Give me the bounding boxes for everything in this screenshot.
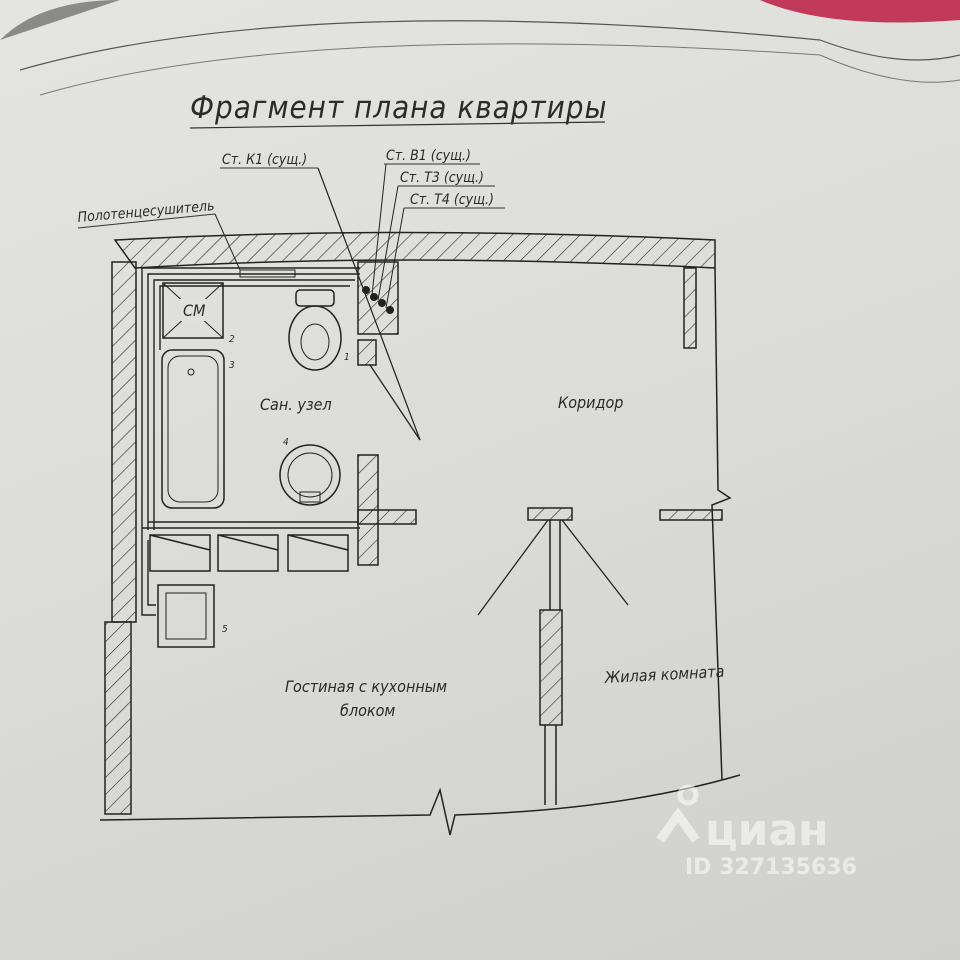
page-border-line (39, 43, 960, 96)
watermark-brand: циан (705, 805, 829, 856)
fixture-number: 2 (229, 334, 235, 345)
wall-top (113, 231, 716, 269)
risers (362, 286, 394, 314)
wall-corridor (527, 507, 573, 521)
room-living-kitchen-line2: блоком (340, 701, 395, 720)
kitchen-cabinets (149, 534, 349, 572)
washing-machine (162, 282, 224, 339)
plan-title: Фрагмент плана квартиры (190, 90, 608, 126)
toilet (288, 305, 342, 371)
towel-dryer (239, 269, 296, 278)
room-living-kitchen: Гостиная с кухонным (285, 677, 447, 696)
callout-t4: Ст. Т4 (сущ.) (410, 192, 494, 208)
bathtub (161, 349, 225, 509)
callout-t3: Ст. Т3 (сущ.) (400, 170, 484, 186)
sink (279, 444, 341, 506)
utility-shaft (357, 261, 399, 335)
wall-left-lower (104, 621, 132, 815)
fixture-number: 3 (229, 360, 235, 371)
callout-k1: Ст. К1 (сущ.) (222, 152, 307, 168)
title-underline (189, 121, 606, 129)
fixture-number: 1 (344, 352, 350, 363)
cian-watermark: циан ID 327135636 (656, 784, 857, 880)
room-bedroom: Жилая комната (603, 662, 725, 687)
wall-bedroom (539, 609, 563, 726)
wall-shaft (357, 339, 377, 366)
stove (157, 584, 215, 648)
wall-partition (683, 267, 697, 349)
fixture-number: 4 (283, 437, 289, 448)
washing-machine-label: СМ (183, 301, 206, 320)
toilet-tank (295, 289, 335, 307)
fixture-number: 5 (222, 624, 228, 635)
page-corner-shadow (0, 0, 120, 40)
wall-left (111, 261, 137, 623)
callout-towel-dryer: Полотенцесушитель (77, 198, 215, 226)
watermark-id: ID 327135636 (685, 855, 857, 880)
room-bathroom: Сан. узел (260, 395, 332, 414)
callout-b1: Ст. В1 (сущ.) (386, 148, 471, 164)
break-line-right (711, 267, 732, 781)
wall-bathroom (357, 509, 417, 525)
room-corridor: Коридор (558, 393, 623, 412)
decor-corner (760, 0, 960, 23)
break-line-bottom (99, 774, 741, 836)
pipes (141, 267, 360, 616)
page-border-line (19, 20, 960, 71)
wall-corridor-right (659, 509, 723, 521)
